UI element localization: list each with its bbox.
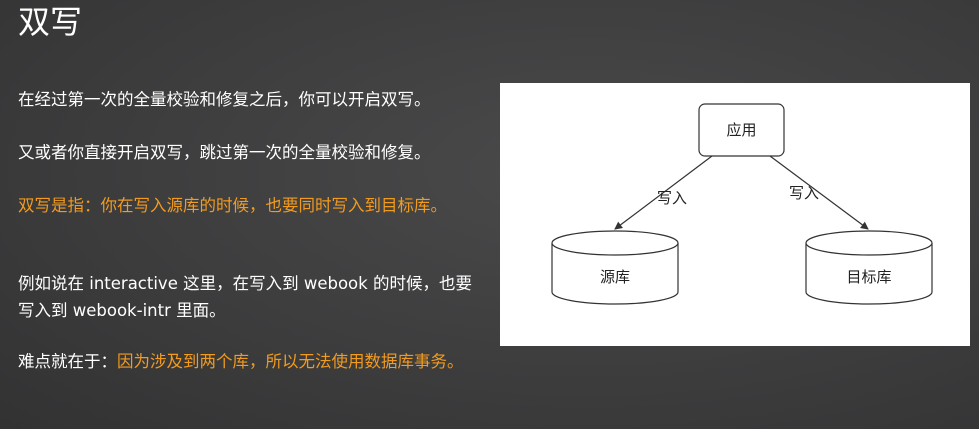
target-db-label: 目标库 xyxy=(846,268,891,286)
paragraph-skip-full-check: 又或者你直接开启双写，跳过第一次的全量校验和修复。 xyxy=(18,143,431,162)
paragraph-difficulty: 难点就在于：因为涉及到两个库，所以无法使用数据库事务。 xyxy=(18,348,478,375)
diagram-svg: 应用 写入 写入 源库 目标库 xyxy=(551,103,933,305)
target-db-node: 目标库 xyxy=(805,230,933,305)
app-node-label: 应用 xyxy=(726,121,756,139)
edge-right-label: 写入 xyxy=(789,184,819,202)
source-db-label: 源库 xyxy=(600,268,630,286)
paragraph-example: 例如说在 interactive 这里，在写入到 webook 的时候，也要写入… xyxy=(18,274,472,320)
edge-app-to-target xyxy=(769,155,869,230)
difficulty-prefix: 难点就在于： xyxy=(18,352,117,371)
paragraph-dual-write-definition: 双写是指：你在写入源库的时候，也要同时写入到目标库。 xyxy=(18,196,447,215)
difficulty-highlight: 因为涉及到两个库，所以无法使用数据库事务。 xyxy=(117,352,464,371)
app-node: 应用 xyxy=(698,103,785,157)
source-db-node: 源库 xyxy=(551,230,679,305)
dual-write-diagram: 应用 写入 写入 源库 目标库 xyxy=(500,83,970,346)
edge-app-to-source xyxy=(614,155,713,230)
paragraph-enable-dual-write: 在经过第一次的全量校验和修复之后，你可以开启双写。 xyxy=(18,90,431,109)
slide-title: 双写 xyxy=(18,3,83,41)
edge-left-label: 写入 xyxy=(657,189,687,207)
